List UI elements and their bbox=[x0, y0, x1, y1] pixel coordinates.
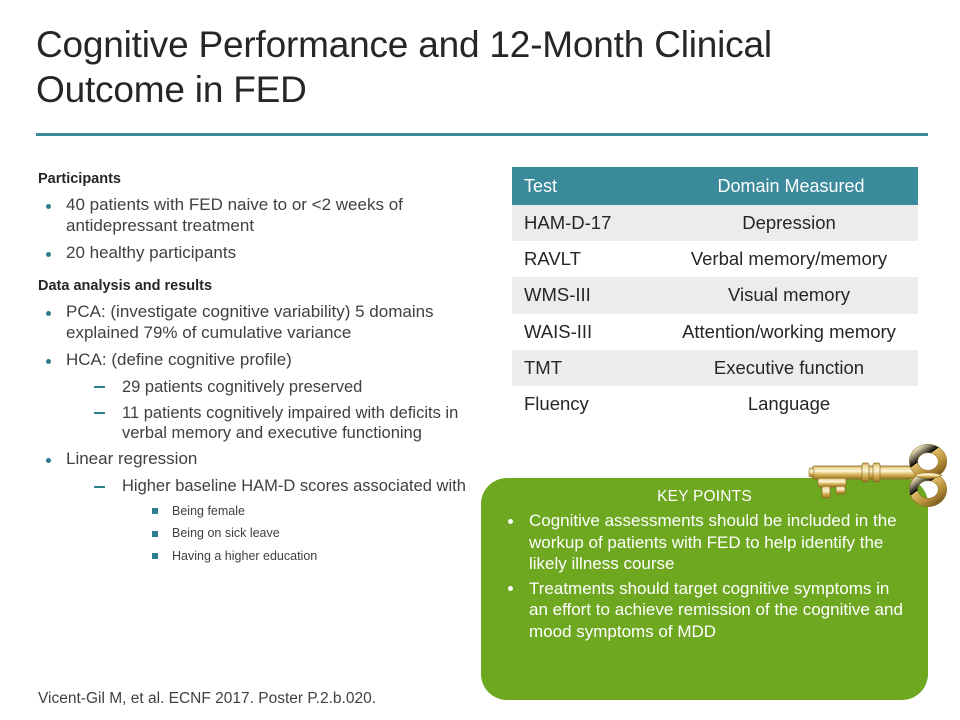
key-point-item: Cognitive assessments should be included… bbox=[499, 510, 910, 575]
list-item-label: 29 patients cognitively preserved bbox=[122, 377, 363, 396]
list-item: Linear regression bbox=[38, 449, 490, 470]
cell-domain: Depression bbox=[664, 205, 918, 242]
column-header-test: Test bbox=[512, 167, 664, 205]
list-item-label: HCA: (define cognitive profile) bbox=[66, 350, 292, 370]
list-item: Being female bbox=[38, 503, 490, 519]
bullet-dot-icon bbox=[508, 586, 513, 592]
list-item: 11 patients cognitively impaired with de… bbox=[38, 404, 490, 444]
table-row: Fluency Language bbox=[512, 385, 918, 423]
analysis-heading: Data analysis and results bbox=[38, 277, 213, 294]
list-item: 20 healthy participants bbox=[38, 243, 490, 264]
cell-domain: Executive function bbox=[664, 349, 918, 386]
key-points-title: KEY POINTS bbox=[657, 488, 752, 505]
list-item: 29 patients cognitively preserved bbox=[38, 378, 490, 398]
key-point-label: Treatments should target cognitive sympt… bbox=[529, 578, 903, 642]
cell-test: TMT bbox=[512, 349, 664, 386]
key-point-label: Cognitive assessments should be included… bbox=[529, 511, 897, 574]
cell-test: Fluency bbox=[512, 385, 664, 423]
key-points-callout: KEY POINTS Cognitive assessments should … bbox=[481, 478, 928, 700]
list-item-label: Linear regression bbox=[66, 449, 198, 469]
participants-heading: Participants bbox=[38, 171, 121, 187]
cell-test: WMS-III bbox=[512, 277, 664, 314]
page-title: Cognitive Performance and 12-Month Clini… bbox=[36, 24, 772, 111]
table-row: WAIS-III Attention/working memory bbox=[512, 313, 918, 350]
table-row: TMT Executive function bbox=[512, 349, 918, 386]
square-bullet-icon bbox=[152, 530, 158, 537]
table-row: WMS-III Visual memory bbox=[512, 277, 918, 314]
cell-test: HAM-D-17 bbox=[512, 205, 664, 242]
cell-domain: Verbal memory/memory bbox=[664, 241, 918, 278]
list-item-label: PCA: (investigate cognitive variability)… bbox=[66, 301, 434, 342]
bullet-dot-icon bbox=[46, 203, 51, 209]
list-item-label: Being female bbox=[172, 504, 245, 518]
list-item-label: Having a higher education bbox=[172, 548, 318, 563]
list-item: Being on sick leave bbox=[38, 525, 490, 541]
citation-text: Vicent-Gil M, et al. ECNF 2017. Poster P… bbox=[38, 690, 377, 707]
title-divider bbox=[36, 133, 928, 136]
list-item-label: 20 healthy participants bbox=[66, 243, 237, 263]
cell-domain: Attention/working memory bbox=[664, 313, 918, 350]
list-item: PCA: (investigate cognitive variability)… bbox=[38, 302, 490, 343]
cell-test: WAIS-III bbox=[512, 313, 664, 350]
list-item: Higher baseline HAM-D scores associated … bbox=[38, 477, 490, 497]
dash-bullet-icon bbox=[94, 412, 105, 415]
list-item-label: 40 patients with FED naive to or <2 week… bbox=[66, 195, 403, 235]
bullet-dot-icon bbox=[46, 358, 51, 364]
list-item: 40 patients with FED naive to or <2 week… bbox=[38, 195, 490, 236]
cell-domain: Visual memory bbox=[664, 277, 918, 314]
list-item-label: Being on sick leave bbox=[172, 526, 280, 541]
square-bullet-icon bbox=[152, 508, 158, 515]
list-item: Having a higher education bbox=[38, 548, 490, 564]
bullet-dot-icon bbox=[508, 518, 513, 524]
list-item-label: Higher baseline HAM-D scores associated … bbox=[122, 477, 466, 496]
list-item: HCA: (define cognitive profile) bbox=[38, 350, 490, 371]
cell-domain: Language bbox=[664, 385, 918, 423]
column-header-domain: Domain Measured bbox=[664, 167, 918, 205]
table-row: RAVLT Verbal memory/memory bbox=[512, 241, 918, 278]
table-row: HAM-D-17 Depression bbox=[512, 205, 918, 242]
tests-domains-table: Test Domain Measured HAM-D-17 Depression… bbox=[512, 167, 918, 423]
dash-bullet-icon bbox=[94, 386, 105, 389]
bullet-dot-icon bbox=[46, 310, 51, 316]
key-point-item: Treatments should target cognitive sympt… bbox=[499, 578, 910, 643]
cell-test: RAVLT bbox=[512, 241, 664, 278]
left-content-column: Participants 40 patients with FED naive … bbox=[38, 170, 490, 570]
dash-bullet-icon bbox=[94, 485, 105, 488]
bullet-dot-icon bbox=[46, 252, 51, 258]
table-header-row: Test Domain Measured bbox=[512, 167, 918, 205]
square-bullet-icon bbox=[152, 552, 158, 559]
list-item-label: 11 patients cognitively impaired with de… bbox=[122, 403, 459, 442]
bullet-dot-icon bbox=[46, 458, 51, 464]
